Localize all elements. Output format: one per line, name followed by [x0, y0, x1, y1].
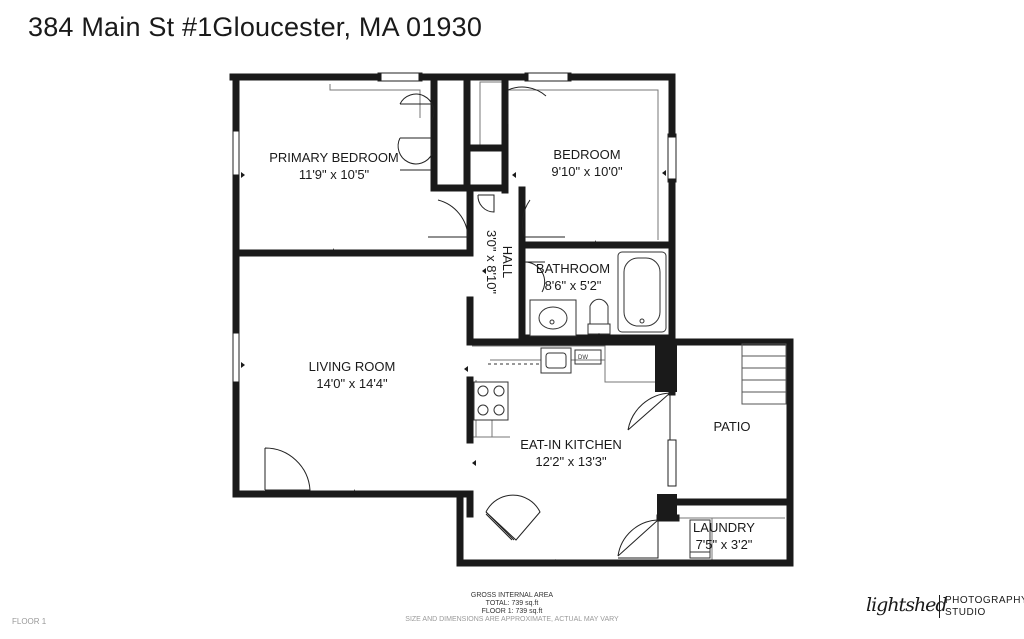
floor-label: FLOOR 1: [12, 617, 47, 626]
brand-logo: lightshed PHOTOGRAPHY STUDIO: [866, 592, 1024, 622]
solid-wall-blocks: [655, 342, 677, 518]
primary-bedroom-dims: 11'9" x 10'5": [299, 167, 370, 182]
bedroom-dims: 9'10" x 10'0": [551, 164, 623, 179]
doors: [264, 86, 671, 559]
bathroom-name: BATHROOM: [536, 261, 610, 276]
kitchen-dims: 12'2" x 13'3": [535, 454, 607, 469]
brand-line2: STUDIO: [945, 607, 986, 618]
page-title: 384 Main St #1Gloucester, MA 01930: [28, 12, 483, 42]
bathroom-dims: 8'6" x 5'2": [545, 278, 602, 293]
living-room-dims: 14'0" x 14'4": [316, 376, 388, 391]
interior-lines: [329, 81, 785, 560]
patio-stairs: [741, 343, 787, 405]
dishwasher-label: DW: [578, 355, 588, 361]
living-room-name: LIVING ROOM: [309, 359, 396, 374]
bathroom-fixtures: [529, 251, 667, 337]
hall-dims: 3'0" x 8'10": [484, 230, 499, 294]
floor-area: FLOOR 1: 739 sq.ft: [481, 608, 543, 615]
room-labels: PRIMARY BEDROOM 11'9" x 10'5" BEDROOM 9'…: [269, 147, 755, 552]
area-summary: GROSS INTERNAL AREA TOTAL: 739 sq.ft FLO…: [392, 592, 632, 624]
disclaimer: SIZE AND DIMENSIONS ARE APPROXIMATE, ACT…: [405, 616, 619, 623]
wall-markers: [241, 170, 666, 563]
gross-area-label: GROSS INTERNAL AREA: [470, 592, 554, 599]
patio-name: PATIO: [713, 419, 750, 434]
primary-bedroom-name: PRIMARY BEDROOM: [269, 150, 399, 165]
bedroom-name: BEDROOM: [553, 147, 620, 162]
hall-name: HALL: [500, 246, 515, 279]
walls: [229, 73, 794, 567]
kitchen-name: EAT-IN KITCHEN: [520, 437, 622, 452]
total-area: TOTAL: 739 sq.ft: [485, 600, 539, 607]
kitchen-fixtures: [473, 347, 602, 421]
laundry-dims: 7'5" x 3'2": [696, 537, 753, 552]
windows: [232, 72, 677, 487]
laundry-name: LAUNDRY: [693, 520, 755, 535]
laundry-fixtures: [689, 519, 711, 559]
brand-line1: PHOTOGRAPHY: [945, 595, 1024, 606]
logo-divider: [939, 595, 940, 618]
brand-script: lightshed: [866, 594, 948, 616]
